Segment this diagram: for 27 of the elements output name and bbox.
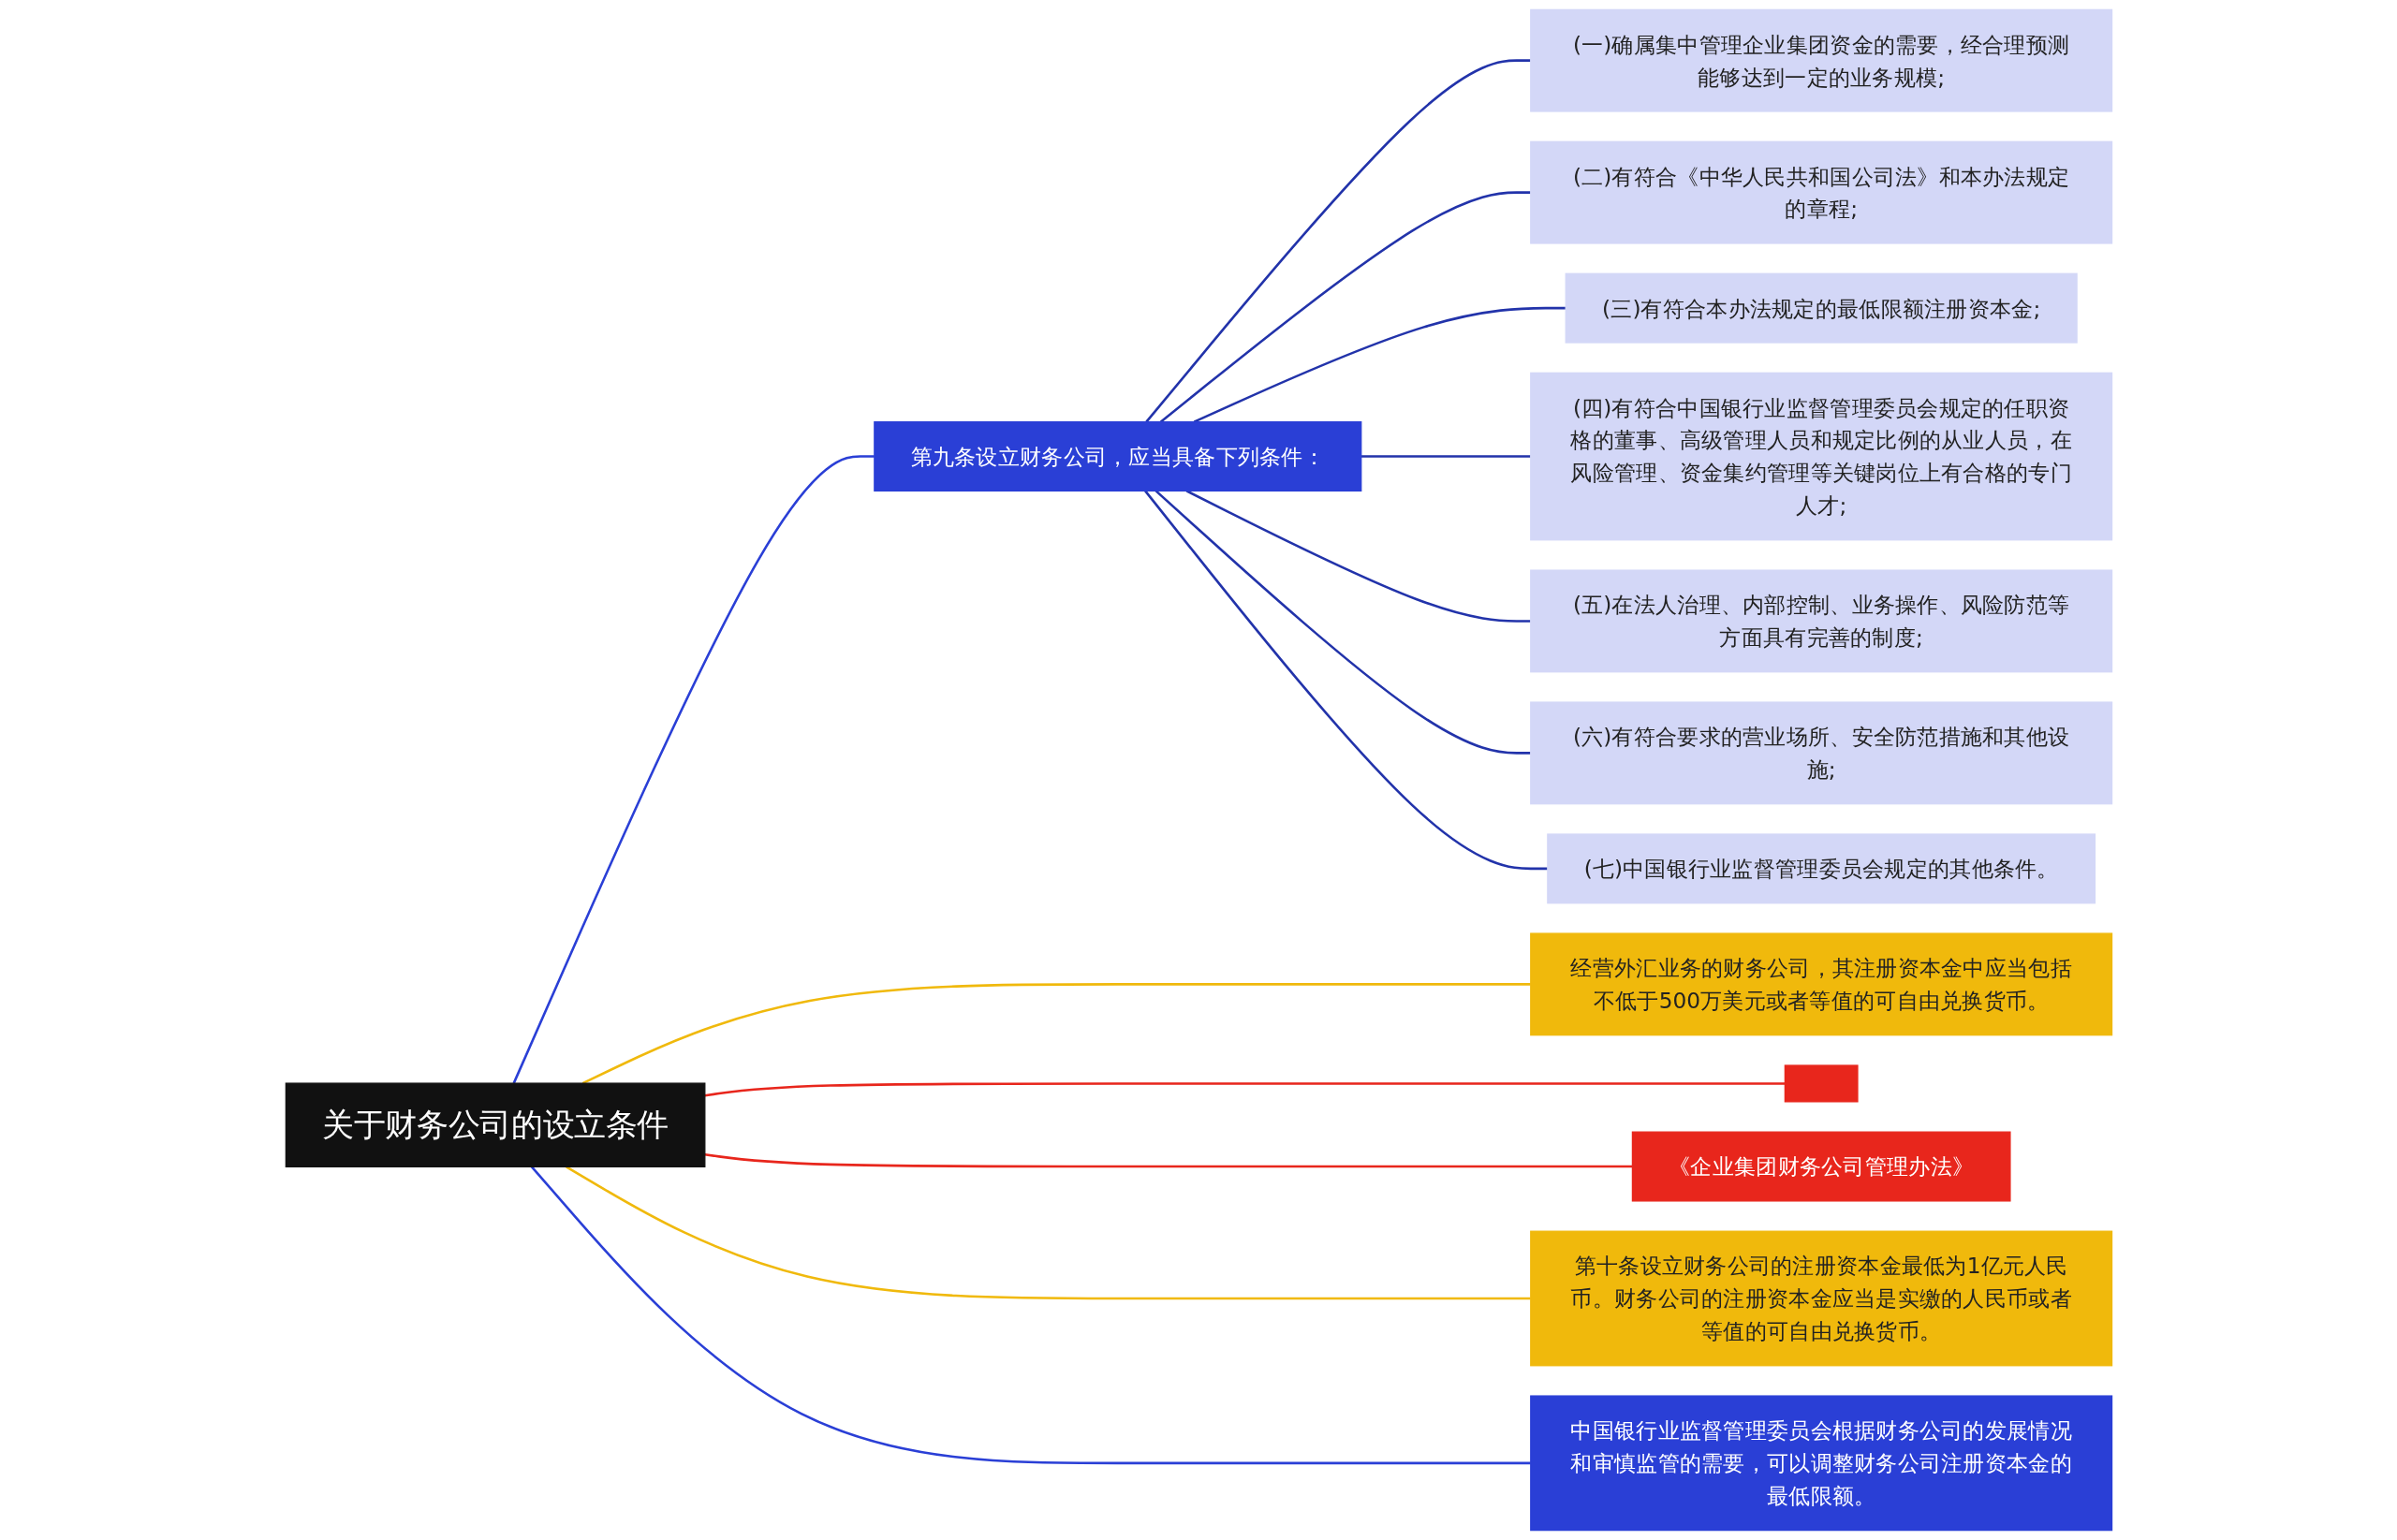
node-box (1784, 1064, 1859, 1103)
node-box: 第十条设立财务公司的注册资本金最低为1亿元人民币。财务公司的注册资本金应当是实缴的人民币或者等值的可自由兑换货币。 (1529, 1230, 2112, 1367)
connector (530, 1166, 1531, 1465)
node-box: 经营外汇业务的财务公司，其注册资本金中应当包括不低于500万美元或者等值的可自由兑换货币。 (1529, 932, 2112, 1036)
node-box: 第九条设立财务公司，应当具备下列条件： (873, 421, 1361, 492)
connector (581, 983, 1531, 1085)
connector (704, 1152, 1632, 1168)
connector (1193, 306, 1566, 423)
node-box: (一)确属集中管理企业集团资金的需要，经合理预测能够达到一定的业务规模; (1529, 8, 2112, 112)
connector (1154, 490, 1531, 755)
connector (704, 1082, 1785, 1097)
node-box: 关于财务公司的设立条件 (285, 1082, 705, 1167)
node-box: (七)中国银行业监督管理委员会规定的其他条件。 (1546, 833, 2096, 904)
connector (1159, 191, 1531, 423)
connector (1185, 490, 1531, 623)
node-box: (二)有符合《中华人民共和国公司法》和本办法规定的章程; (1529, 140, 2112, 244)
node-box: (六)有符合要求的营业场所、安全防范措施和其他设施; (1529, 701, 2112, 805)
connector (512, 455, 875, 1084)
node-box: (四)有符合中国银行业监督管理委员会规定的任职资格的董事、高级管理人员和规定比例的从业人员，在风险管理、资金集约管理等关键岗位上有合格的专门人才; (1529, 372, 2112, 541)
connector (565, 1166, 1531, 1300)
node-box: 《企业集团财务公司管理办法》 (1631, 1131, 2011, 1202)
node-box: 中国银行业监督管理委员会根据财务公司的发展情况和审慎监管的需要，可以调整财务公司注册资本金的最低限额。 (1529, 1395, 2112, 1532)
node-box: (三)有符合本办法规定的最低限额注册资本金; (1565, 272, 2078, 344)
connector (1144, 59, 1531, 423)
connector (1360, 455, 1531, 458)
node-box: (五)在法人治理、内部控制、业务操作、风险防范等方面具有完善的制度; (1529, 569, 2112, 673)
connector (1143, 490, 1548, 871)
